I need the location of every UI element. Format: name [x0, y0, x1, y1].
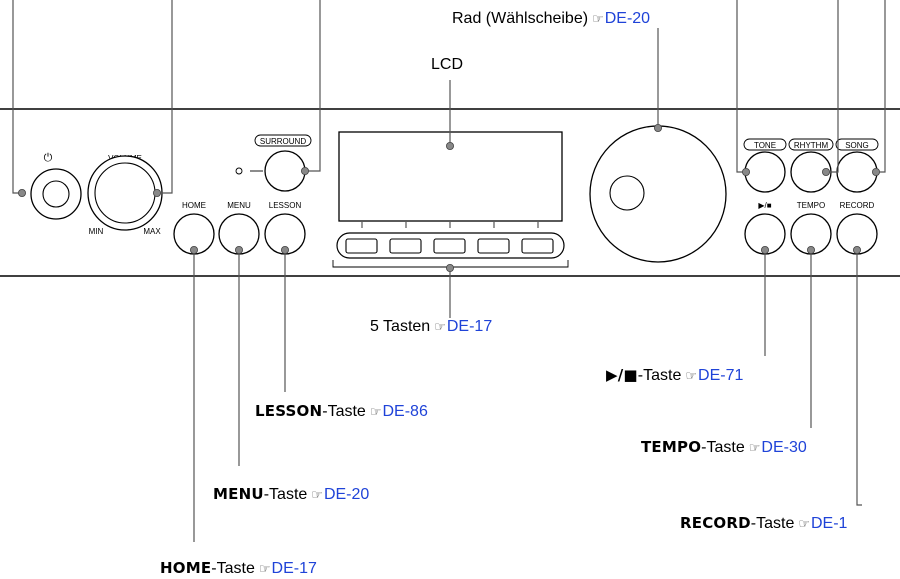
- record-label: RECORD: [840, 201, 875, 210]
- leader-rhythm: [826, 0, 839, 173]
- dial-finger-dimple: [609, 175, 645, 211]
- leader-surround: [305, 0, 321, 172]
- play-stop-label: ▶/■: [758, 201, 771, 210]
- reference-hand-icon: ☞: [369, 405, 382, 420]
- callout-play-stop-text: -Taste: [637, 367, 682, 384]
- callout-home-text: -Taste: [211, 560, 255, 577]
- surround-label-box: [254, 134, 312, 147]
- soft-key-1[interactable]: [345, 238, 378, 254]
- reference-hand-icon: ☞: [592, 12, 604, 27]
- reference-hand-icon: ☞: [748, 441, 761, 456]
- power-symbol-label: ⏻: [44, 151, 53, 164]
- leader-dots: [17, 124, 881, 272]
- callout-dial-ref-link[interactable]: DE-20: [604, 10, 651, 27]
- callout-five-keys-ref-link[interactable]: DE-17: [446, 318, 493, 335]
- callout-tempo-text: -Taste: [701, 439, 745, 456]
- callout-home-name: HOME: [160, 559, 212, 577]
- callout-five-keys-text: 5 Tasten: [370, 318, 431, 335]
- callout-menu-name: MENU: [213, 485, 264, 503]
- reference-hand-icon: ☞: [434, 320, 446, 335]
- callout-dial: Rad (Wählscheibe)☞DE-20: [452, 10, 650, 29]
- rhythm-label: RHYTHM: [794, 141, 829, 150]
- callout-play-stop: ▶/■-Taste☞DE-71: [606, 366, 743, 386]
- lesson-label: LESSON: [269, 201, 302, 210]
- home-label: HOME: [182, 201, 206, 210]
- callout-record-name: RECORD: [680, 514, 751, 532]
- soft-key-4[interactable]: [477, 238, 510, 254]
- callout-tempo: TEMPO-Taste☞DE-30: [641, 438, 807, 458]
- callout-lesson-ref-link[interactable]: DE-86: [382, 403, 428, 420]
- reference-hand-icon: ☞: [798, 517, 810, 532]
- tone-label: TONE: [754, 141, 776, 150]
- lcd-tick-marks: [361, 222, 539, 228]
- song-button[interactable]: [836, 151, 878, 193]
- tone-button[interactable]: [744, 151, 786, 193]
- leader-lines: [12, 0, 886, 542]
- song-label: SONG: [845, 141, 869, 150]
- reference-hand-icon: ☞: [311, 488, 323, 503]
- callout-record-text: -Taste: [750, 515, 795, 532]
- rhythm-label-box: [788, 138, 834, 151]
- callout-lesson-text: -Taste: [322, 403, 366, 420]
- leader-volume: [157, 0, 173, 194]
- callout-play-stop-ref-link[interactable]: DE-71: [698, 367, 744, 384]
- callout-five-keys: 5 Tasten☞DE-17: [370, 318, 492, 337]
- callout-lcd-text: LCD: [431, 56, 464, 73]
- reference-hand-icon: ☞: [258, 562, 271, 577]
- soft-key-2[interactable]: [389, 238, 422, 254]
- callout-lesson: LESSON-Taste☞DE-86: [255, 402, 428, 422]
- callout-home: HOME-Taste☞DE-17: [160, 559, 317, 579]
- callout-lcd: LCD: [431, 56, 463, 74]
- callout-menu: MENU-Taste☞DE-20: [213, 485, 369, 505]
- callout-home-ref-link[interactable]: DE-17: [271, 560, 317, 577]
- callout-menu-ref-link[interactable]: DE-20: [323, 486, 370, 503]
- soft-key-3[interactable]: [433, 238, 466, 254]
- callout-play-stop-name: ▶/■: [606, 366, 638, 384]
- callout-record: RECORD-Taste☞DE-1: [680, 514, 847, 534]
- callout-tempo-ref-link[interactable]: DE-30: [761, 439, 807, 456]
- tempo-label: TEMPO: [797, 201, 825, 210]
- power-button-inner: [42, 180, 70, 208]
- song-label-box: [835, 138, 879, 151]
- callout-lesson-name: LESSON: [255, 402, 323, 420]
- leader-power: [12, 0, 22, 194]
- soft-key-5[interactable]: [521, 238, 554, 254]
- volume-knob-inner: [94, 162, 156, 224]
- volume-min-label: MIN: [89, 227, 104, 236]
- surround-indicator-lamp: [235, 167, 243, 175]
- surround-label: SURROUND: [260, 137, 306, 146]
- callout-menu-text: -Taste: [263, 486, 308, 503]
- reference-hand-icon: ☞: [685, 369, 698, 384]
- callout-dial-text: Rad (Wählscheibe): [452, 10, 589, 27]
- menu-label: MENU: [227, 201, 251, 210]
- surround-button[interactable]: [264, 150, 306, 192]
- volume-max-label: MAX: [143, 227, 161, 236]
- leader-record: [856, 250, 862, 506]
- callout-record-ref-link[interactable]: DE-1: [811, 515, 848, 532]
- callout-tempo-name: TEMPO: [641, 438, 702, 456]
- tone-label-box: [743, 138, 787, 151]
